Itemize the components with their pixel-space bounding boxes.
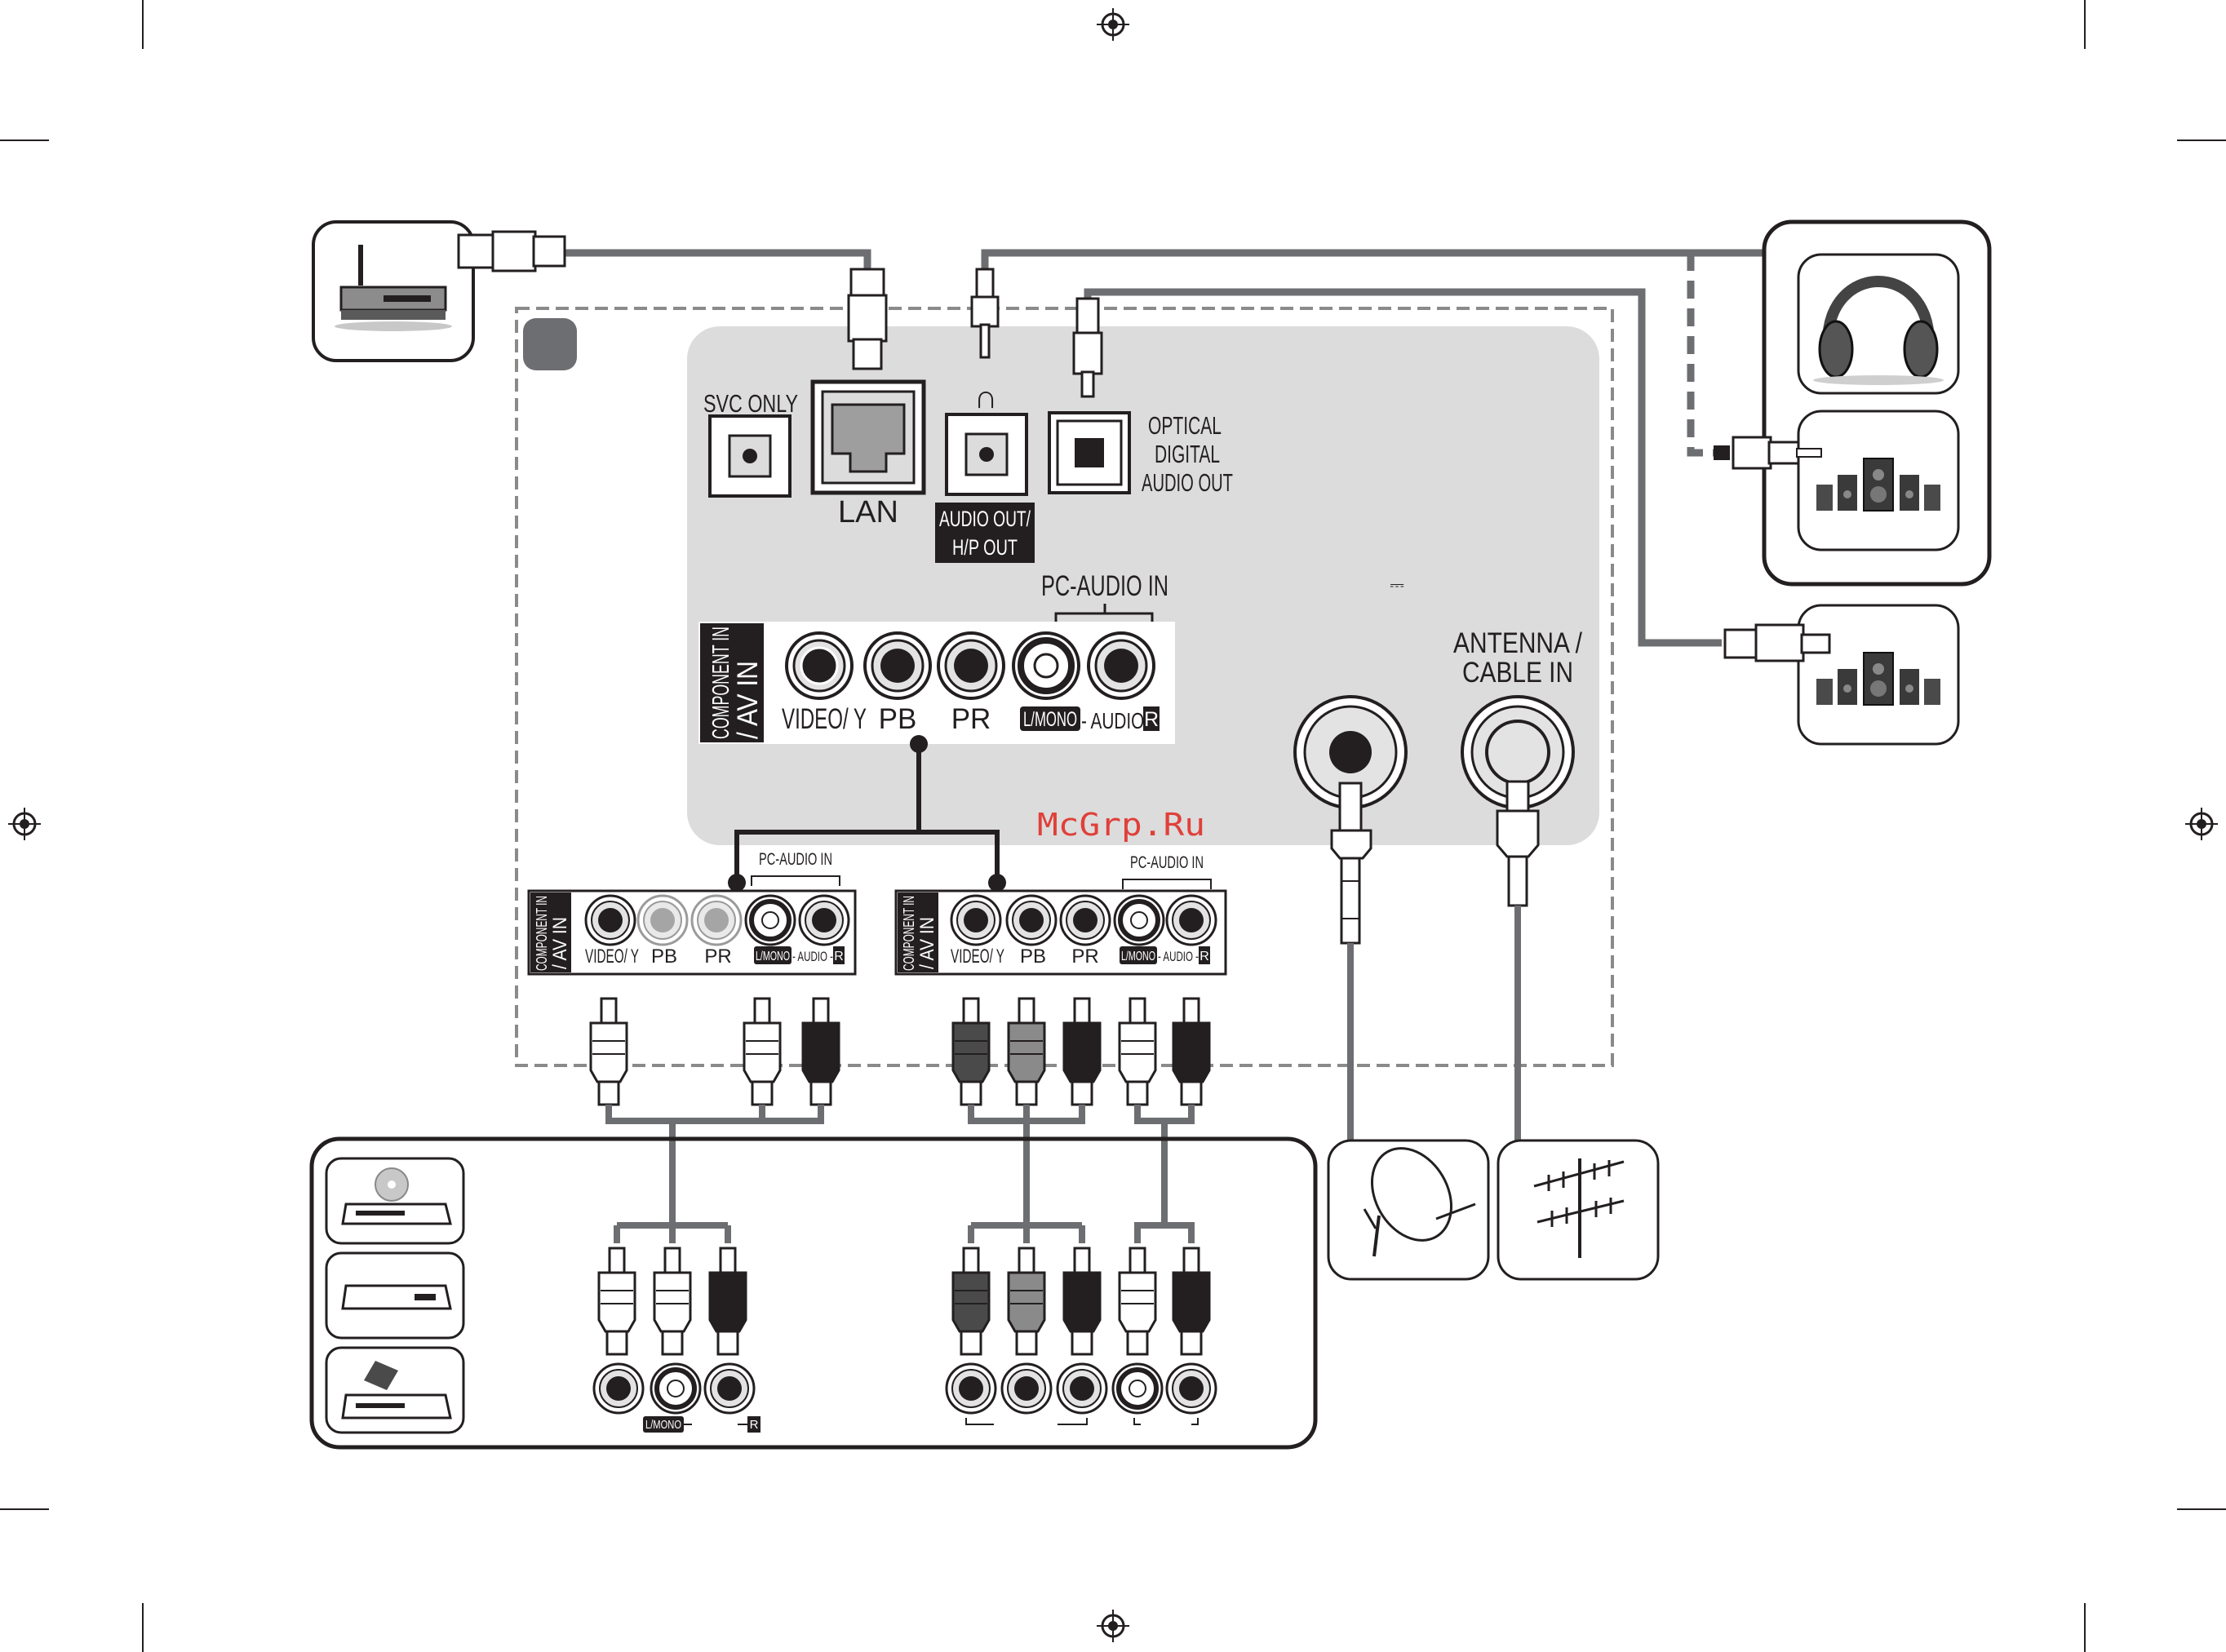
tv-badge: [523, 318, 577, 370]
sub-panel-1-audio-l-jack: [746, 896, 795, 945]
antenna-cable: [1497, 782, 1538, 1140]
lower-component-plugs: [953, 1248, 1209, 1354]
sub-panel-2-pr-jack: [1061, 896, 1110, 945]
sub-panel-1-label-line1: COMPONENT IN: [534, 896, 550, 971]
home-theater-device-1: [1798, 411, 1958, 550]
sub-panel-1-audio-label: - AUDIO -: [792, 949, 833, 964]
lower-av-plugs: [599, 1248, 746, 1354]
set-top-box-device: [326, 1348, 463, 1433]
sub-panel-2-pr-label: PR: [1071, 946, 1098, 968]
sub-panel-1-pc-audio-label: PC-AUDIO IN: [759, 850, 832, 869]
registration-mark-top: [1097, 8, 1129, 41]
svc-only-label: SVC ONLY: [703, 389, 798, 418]
source-pb-jack: [1002, 1364, 1051, 1413]
satellite-dish-device: [1328, 1134, 1488, 1279]
antenna-label-line2: CABLE IN: [1462, 657, 1573, 689]
sub-panel-1-pb-jack: [638, 896, 687, 945]
sub-panel-2-pb-label: PB: [1020, 946, 1046, 968]
sub-panel-2-pb-jack: [1007, 896, 1056, 945]
source-comp-audio-r-jack: [1167, 1364, 1216, 1413]
registration-mark-right: [2185, 808, 2218, 840]
vcr-device: [326, 1253, 463, 1338]
sub-panel-1-audio-r-jack: [800, 896, 849, 945]
sub-panel-2-pc-audio-label: PC-AUDIO IN: [1130, 853, 1204, 872]
source-pr-jack: [1058, 1364, 1106, 1413]
source-comp-audio-l-jack: [1113, 1364, 1162, 1413]
audio-l-jack: [1013, 633, 1079, 698]
video-y-jack: [787, 633, 852, 698]
watermark: McGrp.Ru: [1037, 807, 1205, 843]
dc-symbol: ⎓: [1390, 574, 1404, 595]
optical-label-line1: OPTICAL: [1148, 411, 1222, 440]
antenna-device: [1498, 1140, 1658, 1279]
source-jack-brackets: [966, 1418, 1198, 1424]
pb-label: PB: [879, 703, 917, 735]
home-theater-device-2: [1798, 605, 1958, 744]
lan-label: LAN: [838, 495, 898, 529]
sub-panel-1-video-y-label: VIDEO/ Y: [585, 946, 639, 968]
sub-panel-2-audio-label: - AUDIO -: [1158, 949, 1199, 964]
sub-panel-2-l-mono-label: L/MONO: [1121, 950, 1155, 963]
sub-panel-2-label-line2: / AV IN: [916, 917, 938, 969]
pr-label: PR: [951, 703, 991, 735]
sub-panel-2-r-label: R: [1199, 950, 1209, 963]
audio-out-label-line2: H/P OUT: [952, 535, 1018, 560]
headphone-icon: ∩: [974, 379, 998, 415]
sub-panel-1-label-line2: / AV IN: [549, 917, 571, 969]
audio-out-port: [947, 414, 1027, 494]
component-cable-bundle: [971, 1105, 1191, 1243]
source-l-mono-label: L/MONO: [645, 1418, 681, 1432]
source-video-jack: [594, 1364, 643, 1413]
sub-panel-2-audio-r-jack: [1167, 896, 1216, 945]
headphones-device: [1798, 255, 1958, 393]
sub-panel-1-pr-label: PR: [704, 946, 731, 968]
sub-panel-2-audio-l-jack: [1115, 896, 1164, 945]
audio-r-jack: [1089, 633, 1154, 698]
sub-panel-1-r-label: R: [834, 950, 844, 963]
pb-jack: [865, 633, 930, 698]
source-audio-l-jack: [651, 1364, 700, 1413]
sub-panel-1-video-jack: [586, 896, 635, 945]
optical-port: [1049, 413, 1129, 493]
sub-panel-2-video-y-label: VIDEO/ Y: [951, 946, 1004, 968]
optical-label-line2: DIGITAL: [1155, 440, 1220, 468]
component-label-line2: / AV IN: [732, 661, 764, 739]
sub-panel-1-pr-jack: [692, 896, 741, 945]
router-device: [313, 222, 473, 361]
audio-out-label-line1: AUDIO OUT/: [939, 507, 1031, 531]
sub-panel-2-label-line1: COMPONENT IN: [901, 896, 917, 971]
registration-mark-bottom: [1097, 1610, 1129, 1642]
antenna-label-line1: ANTENNA /: [1453, 627, 1582, 659]
source-y-jack: [947, 1364, 995, 1413]
pc-audio-in-label: PC-AUDIO IN: [1041, 570, 1168, 602]
svc-only-port: [710, 416, 790, 496]
upper-av-plugs: [591, 999, 839, 1105]
component-label-line1: COMPONENT IN: [708, 627, 734, 739]
av-cable-bundle: [609, 1105, 821, 1243]
r-label: R: [1144, 708, 1159, 731]
l-mono-label: L/MONO: [1023, 708, 1077, 731]
sub-panel-1-pb-label: PB: [651, 946, 677, 968]
lan-port: [813, 382, 924, 493]
sub-panel-1-l-mono-label: L/MONO: [756, 950, 790, 963]
upper-component-plugs: [953, 999, 1209, 1105]
satellite-cable: [1332, 783, 1371, 1140]
sub-panel-2-video-jack: [951, 896, 1000, 945]
source-audio-r-jack: [705, 1364, 754, 1413]
dvd-player-device: [326, 1158, 463, 1243]
pr-jack: [938, 633, 1004, 698]
optical-label-line3: AUDIO OUT: [1142, 468, 1233, 497]
video-y-label: VIDEO/ Y: [782, 703, 867, 735]
registration-mark-left: [8, 808, 41, 840]
source-r-label: R: [750, 1418, 759, 1432]
